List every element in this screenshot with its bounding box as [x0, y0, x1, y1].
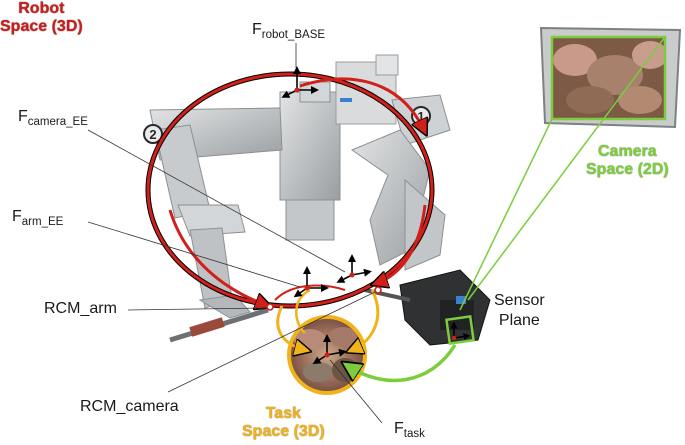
rcm-arm-label: RCM_arm: [44, 300, 117, 317]
f-camera-ee-label: Fcamera_EE: [18, 108, 88, 128]
sensor-plane-label-line1: Sensor: [494, 292, 545, 309]
f-robot-base-sub: robot_BASE: [261, 29, 326, 41]
sensor-plane-rect: [445, 315, 475, 345]
f-task-main: F: [394, 420, 404, 437]
task-space-label: Task Space (3D): [242, 405, 325, 441]
to-rcm-camera-arrow: [377, 204, 427, 283]
rcm-camera-point: [374, 286, 382, 294]
f-arm-ee-sub: arm_EE: [21, 216, 64, 228]
task-arrow-left: [276, 305, 305, 350]
rcm-arm-point: [266, 303, 274, 311]
robot-space-loop: [146, 72, 434, 308]
task-space-label-line1: Task: [265, 405, 301, 422]
task-arrow-right: [352, 289, 380, 350]
camera-space-label-line1: Camera: [598, 143, 657, 160]
frame-camera-ee-origin: [349, 272, 355, 278]
projection-line-upper: [467, 36, 666, 301]
robot-space-label-line2: Space (3D): [0, 18, 83, 35]
camera-space-label-line2: Space (2D): [586, 161, 669, 178]
rcm-camera-label: RCM_camera: [80, 398, 179, 415]
robot-space-label: Robot Space (3D): [0, 0, 83, 36]
projection-line-lower: [459, 118, 553, 311]
arm-number-left: 2: [149, 127, 156, 142]
f-robot-base-main: F: [252, 21, 262, 38]
f-camera-ee-sub: camera_EE: [27, 116, 88, 128]
camera-space-label: Camera Space (2D): [586, 143, 669, 179]
camera-to-task-arrow: [348, 344, 457, 383]
sensor-plane-label-line2: Plane: [498, 312, 540, 329]
f-arm-ee-label: Farm_EE: [12, 208, 63, 228]
sensor-plane-label: Sensor Plane: [494, 291, 545, 331]
f-task-label: Ftask: [394, 420, 425, 440]
frame-arm-ee-origin: [304, 285, 310, 291]
task-arc-inner: [295, 288, 311, 334]
f-camera-ee-main: F: [18, 108, 28, 125]
leader-lines: [87, 43, 383, 424]
frame-sensor-origin: [451, 335, 457, 341]
base-to-arm1-arrow: [299, 77, 424, 130]
arm-2-badge: [143, 124, 163, 144]
robot-space-label-line1: Robot: [18, 0, 65, 17]
f-robot-base-label: Frobot_BASE: [252, 21, 325, 41]
frame-robot-base-origin: [294, 87, 300, 93]
f-task-sub: task: [403, 428, 425, 440]
coordinate-axes-icon: [336, 254, 372, 283]
frame-task-origin: [324, 352, 330, 358]
task-space-label-line2: Space (3D): [242, 423, 325, 440]
to-rcm-arm-arrow: [168, 209, 266, 305]
monitor-icon: [539, 26, 682, 129]
robot-illustration: [143, 54, 491, 346]
rcm-link-arc: [274, 284, 346, 301]
coordinate-axes-icon: [293, 266, 329, 298]
f-arm-ee-main: F: [12, 208, 22, 225]
